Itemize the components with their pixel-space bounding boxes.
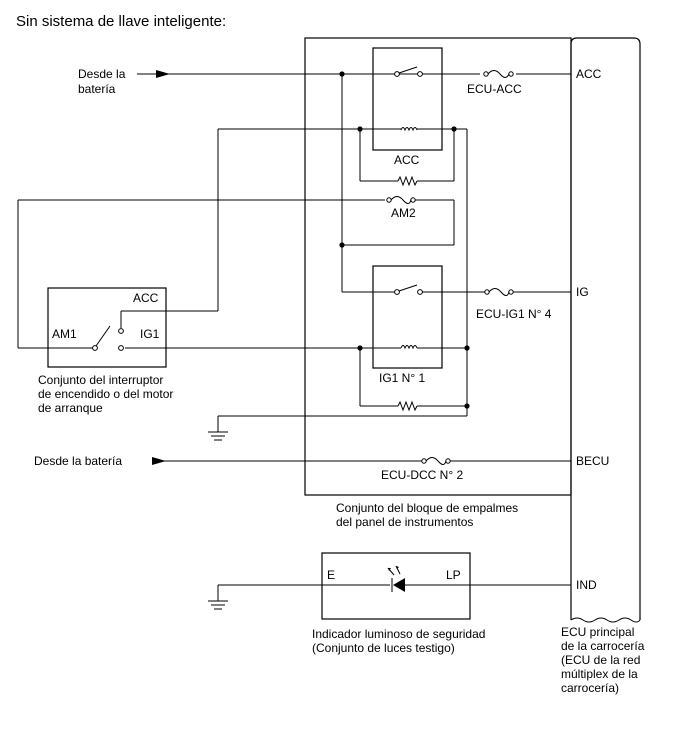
- acc-relay-label: ACC: [394, 153, 420, 167]
- acc-relay-switch-icon: [394, 66, 423, 77]
- indicator-lp-label: LP: [446, 568, 461, 582]
- fuse-label-am2: AM2: [391, 206, 416, 220]
- acc-resistor-icon: [397, 175, 418, 187]
- body-ecu-caption-2: de la carrocería: [561, 639, 645, 653]
- ig1-relay-label: IG1 N° 1: [379, 371, 425, 385]
- fuse-label-ecu-acc: ECU-ACC: [467, 82, 522, 96]
- diagram-title: Sin sistema de llave inteligente:: [16, 13, 226, 30]
- acc-relay-coil-icon: [400, 127, 418, 132]
- ig1-relay-coil-icon: [400, 345, 418, 350]
- junction-block-box: [304, 37, 572, 496]
- ignition-switch-caption-2: de encendido o del motor: [38, 387, 173, 401]
- am2-fuse-icon: [386, 196, 416, 204]
- acc-relay-box: [372, 47, 443, 151]
- ignition-switch-am1-label: AM1: [52, 327, 77, 341]
- security-indicator-box: [321, 552, 471, 620]
- indicator-caption-2: (Conjunto de luces testigo): [312, 641, 455, 655]
- battery-label-becu: Desde la batería: [34, 454, 122, 468]
- body-ecu-box: [570, 37, 641, 623]
- indicator-caption-1: Indicador luminoso de seguridad: [312, 627, 485, 641]
- ecu-ig1-fuse-icon: [484, 288, 514, 296]
- fuse-label-ecu-dcc: ECU-DCC N° 2: [381, 468, 463, 482]
- ig1-resistor-icon: [397, 400, 418, 412]
- ignition-switch-contacts-icon: [92, 325, 124, 351]
- body-ecu-caption-4: múltiplex de la: [561, 667, 638, 681]
- junction-block-caption-1: Conjunto del bloque de empalmes: [336, 501, 518, 515]
- ignition-switch-ig1-label: IG1: [140, 327, 160, 341]
- arrow-icon: [156, 70, 170, 78]
- ig1-relay-switch-icon: [394, 284, 423, 295]
- pin-label-acc: ACC: [576, 67, 602, 81]
- fuse-label-ecu-ig1: ECU-IG1 N° 4: [476, 307, 552, 321]
- body-ecu-caption-1: ECU principal: [561, 625, 634, 639]
- ig1-relay-box: [372, 265, 443, 369]
- ground-icon: [208, 585, 228, 610]
- ground-icon: [208, 416, 228, 441]
- ecu-dcc-fuse-icon: [421, 457, 451, 465]
- body-ecu-caption-3: (ECU de la red: [561, 653, 640, 667]
- pin-label-ind: IND: [576, 578, 597, 592]
- battery-label-line1: Desde la: [78, 67, 126, 81]
- arrow-icon: [152, 457, 166, 465]
- body-ecu-caption-5: carrocería): [561, 681, 619, 695]
- indicator-e-label: E: [327, 568, 335, 582]
- ignition-switch-box: [47, 287, 167, 368]
- battery-label-line2: batería: [78, 82, 116, 96]
- led-icon: [218, 565, 571, 592]
- junction-block-caption-2: del panel de instrumentos: [336, 515, 473, 529]
- ecu-acc-fuse-icon: [480, 70, 516, 78]
- ignition-switch-caption-1: Conjunto del interruptor: [38, 373, 163, 387]
- pin-label-ig: IG: [576, 285, 589, 299]
- pin-label-becu: BECU: [576, 454, 609, 468]
- ignition-switch-caption-3: de arranque: [38, 401, 103, 415]
- ignition-switch-acc-label: ACC: [133, 291, 159, 305]
